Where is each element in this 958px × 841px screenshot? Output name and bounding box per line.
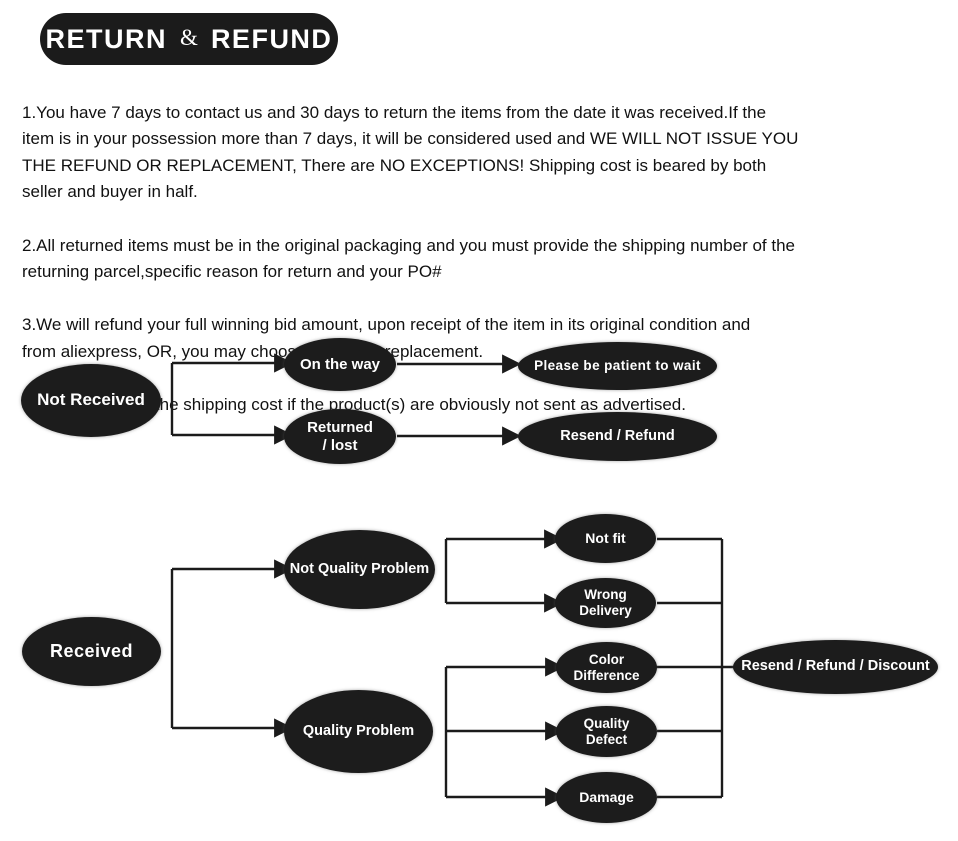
header-pill: RETURN & REFUND (40, 13, 338, 65)
policy-item-1: 1.You have 7 days to contact us and 30 d… (22, 102, 799, 202)
node-quality-problem: Quality Problem (284, 690, 433, 773)
node-damage: Damage (556, 772, 657, 823)
node-resend-refund: Resend / Refund (518, 412, 717, 461)
node-please-be-patient: Please be patient to wait (518, 342, 717, 390)
node-quality-defect: Quality Defect (556, 706, 657, 757)
node-received: Received (22, 617, 161, 686)
policy-item-3: 3.We will refund your full winning bid a… (22, 315, 751, 361)
node-not-fit: Not fit (555, 514, 656, 563)
node-not-quality-problem: Not Quality Problem (284, 530, 435, 609)
ampersand: & (180, 25, 198, 50)
policy-item-2: 2.All returned items must be in the orig… (22, 235, 796, 282)
header-word-return: RETURN (45, 23, 168, 54)
node-returned-lost: Returned / lost (284, 409, 396, 464)
node-on-the-way: On the way (284, 338, 396, 391)
policy-text: 1.You have 7 days to contact us and 30 d… (22, 73, 950, 445)
node-color-difference: Color Difference (556, 642, 657, 693)
header-word-refund: REFUND (210, 23, 333, 54)
node-wrong-delivery: Wrong Delivery (555, 578, 656, 628)
node-not-received: Not Received (21, 364, 161, 437)
node-resend-refund-discount: Resend / Refund / Discount (733, 640, 938, 694)
policy-item-4: 4.We will bear all the shipping cost if … (22, 395, 686, 415)
